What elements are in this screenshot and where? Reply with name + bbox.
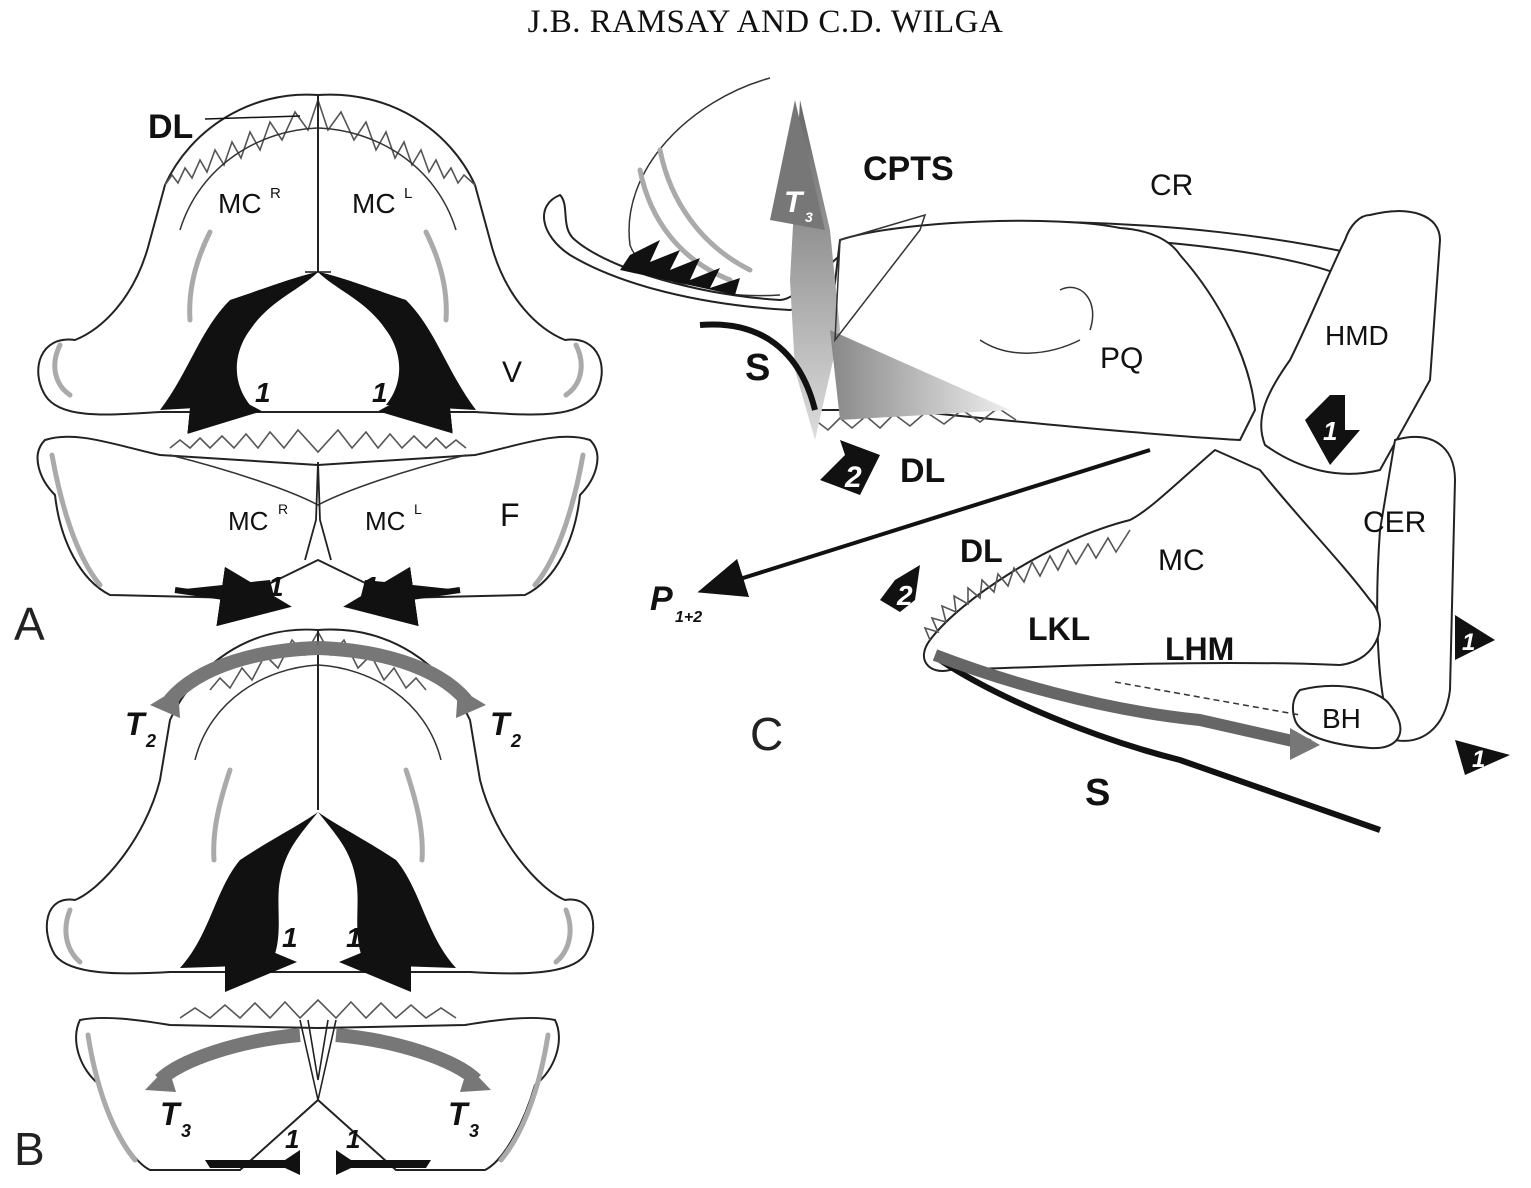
panel-label-c: C bbox=[750, 708, 783, 760]
label-c-dl-upper: DL bbox=[900, 452, 945, 490]
label-a-front-1-left: 1 bbox=[268, 571, 284, 602]
label-a-v: V bbox=[502, 356, 522, 389]
label-b-1-left: 1 bbox=[282, 922, 298, 953]
panel-label-b: B bbox=[14, 1123, 45, 1175]
label-a-sup-l-front: L bbox=[414, 501, 422, 517]
label-a-mc-l: MC bbox=[352, 188, 396, 219]
label-b-t3-left-sub: 3 bbox=[181, 1121, 191, 1141]
panel-a-ventral-jaw: DL MC R MC L V 1 1 MC R MC L F 1 1 A bbox=[14, 93, 603, 650]
label-a-mc-l-front: MC bbox=[365, 506, 405, 536]
label-b-t3-right-sub: 3 bbox=[469, 1121, 479, 1141]
label-a-sup-r: R bbox=[270, 185, 281, 202]
label-c-arrow-2-upper: 2 bbox=[844, 461, 862, 494]
label-c-arrow-1-hmd: 1 bbox=[1323, 416, 1337, 446]
panel-c-lateral-skull: CPTS CR HMD PQ S DL CER MC DL LKL LHM BH… bbox=[543, 77, 1510, 833]
label-c-p-sub: 1+2 bbox=[675, 609, 702, 626]
label-c-t3-lower: T bbox=[1200, 732, 1221, 765]
label-c-arrow-1-cer: 1 bbox=[1462, 629, 1475, 656]
label-c-lhm: LHM bbox=[1165, 631, 1234, 667]
panel-b-ventral-jaw: T 2 T 2 1 1 T 3 T 3 1 1 B bbox=[14, 628, 595, 1175]
label-c-t3-upper-sub: 3 bbox=[805, 209, 813, 225]
label-c-t3-upper: T bbox=[784, 186, 805, 219]
label-a-f: F bbox=[500, 497, 520, 533]
label-a-dl: DL bbox=[148, 108, 193, 146]
label-a-sup-r-front: R bbox=[278, 501, 288, 517]
label-c-hmd: HMD bbox=[1325, 320, 1389, 351]
label-a-arrow-1-right: 1 bbox=[372, 377, 388, 408]
label-b-t2-left-sub: 2 bbox=[145, 731, 156, 751]
label-c-cpts: CPTS bbox=[863, 150, 954, 188]
label-c-pq: PQ bbox=[1100, 342, 1143, 375]
label-c-lkl: LKL bbox=[1028, 611, 1090, 647]
running-header: J.B. RAMSAY AND C.D. WILGA bbox=[527, 4, 1004, 40]
label-b-t2-left: T bbox=[125, 706, 147, 742]
label-c-t3-lower-sub: 3 bbox=[1220, 755, 1228, 771]
label-b-t3-right: T bbox=[448, 1096, 470, 1132]
panel-label-a: A bbox=[14, 598, 45, 650]
label-c-mc: MC bbox=[1158, 544, 1205, 577]
label-b-1-right: 1 bbox=[346, 922, 362, 953]
label-c-p: P bbox=[650, 580, 673, 618]
label-a-arrow-1-left: 1 bbox=[255, 377, 271, 408]
label-b-front-1-right: 1 bbox=[346, 1124, 360, 1154]
label-c-s-lower: S bbox=[1085, 772, 1110, 814]
label-c-bh: BH bbox=[1322, 703, 1361, 734]
label-c-cr: CR bbox=[1150, 169, 1193, 202]
label-b-t2-right: T bbox=[490, 706, 512, 742]
label-c-dl-lower: DL bbox=[960, 533, 1003, 569]
label-b-front-1-left: 1 bbox=[285, 1124, 299, 1154]
label-c-arrow-2-lower: 2 bbox=[896, 580, 913, 611]
label-a-mc-r: MC bbox=[218, 188, 262, 219]
label-a-mc-r-front: MC bbox=[228, 506, 268, 536]
label-c-arrow-1-bh: 1 bbox=[1472, 746, 1485, 773]
label-c-s-upper: S bbox=[745, 347, 770, 389]
label-b-t3-left: T bbox=[160, 1096, 182, 1132]
label-c-cer: CER bbox=[1363, 506, 1426, 539]
label-a-front-1-right: 1 bbox=[363, 571, 379, 602]
label-b-t2-right-sub: 2 bbox=[510, 731, 521, 751]
label-a-sup-l: L bbox=[404, 185, 412, 202]
